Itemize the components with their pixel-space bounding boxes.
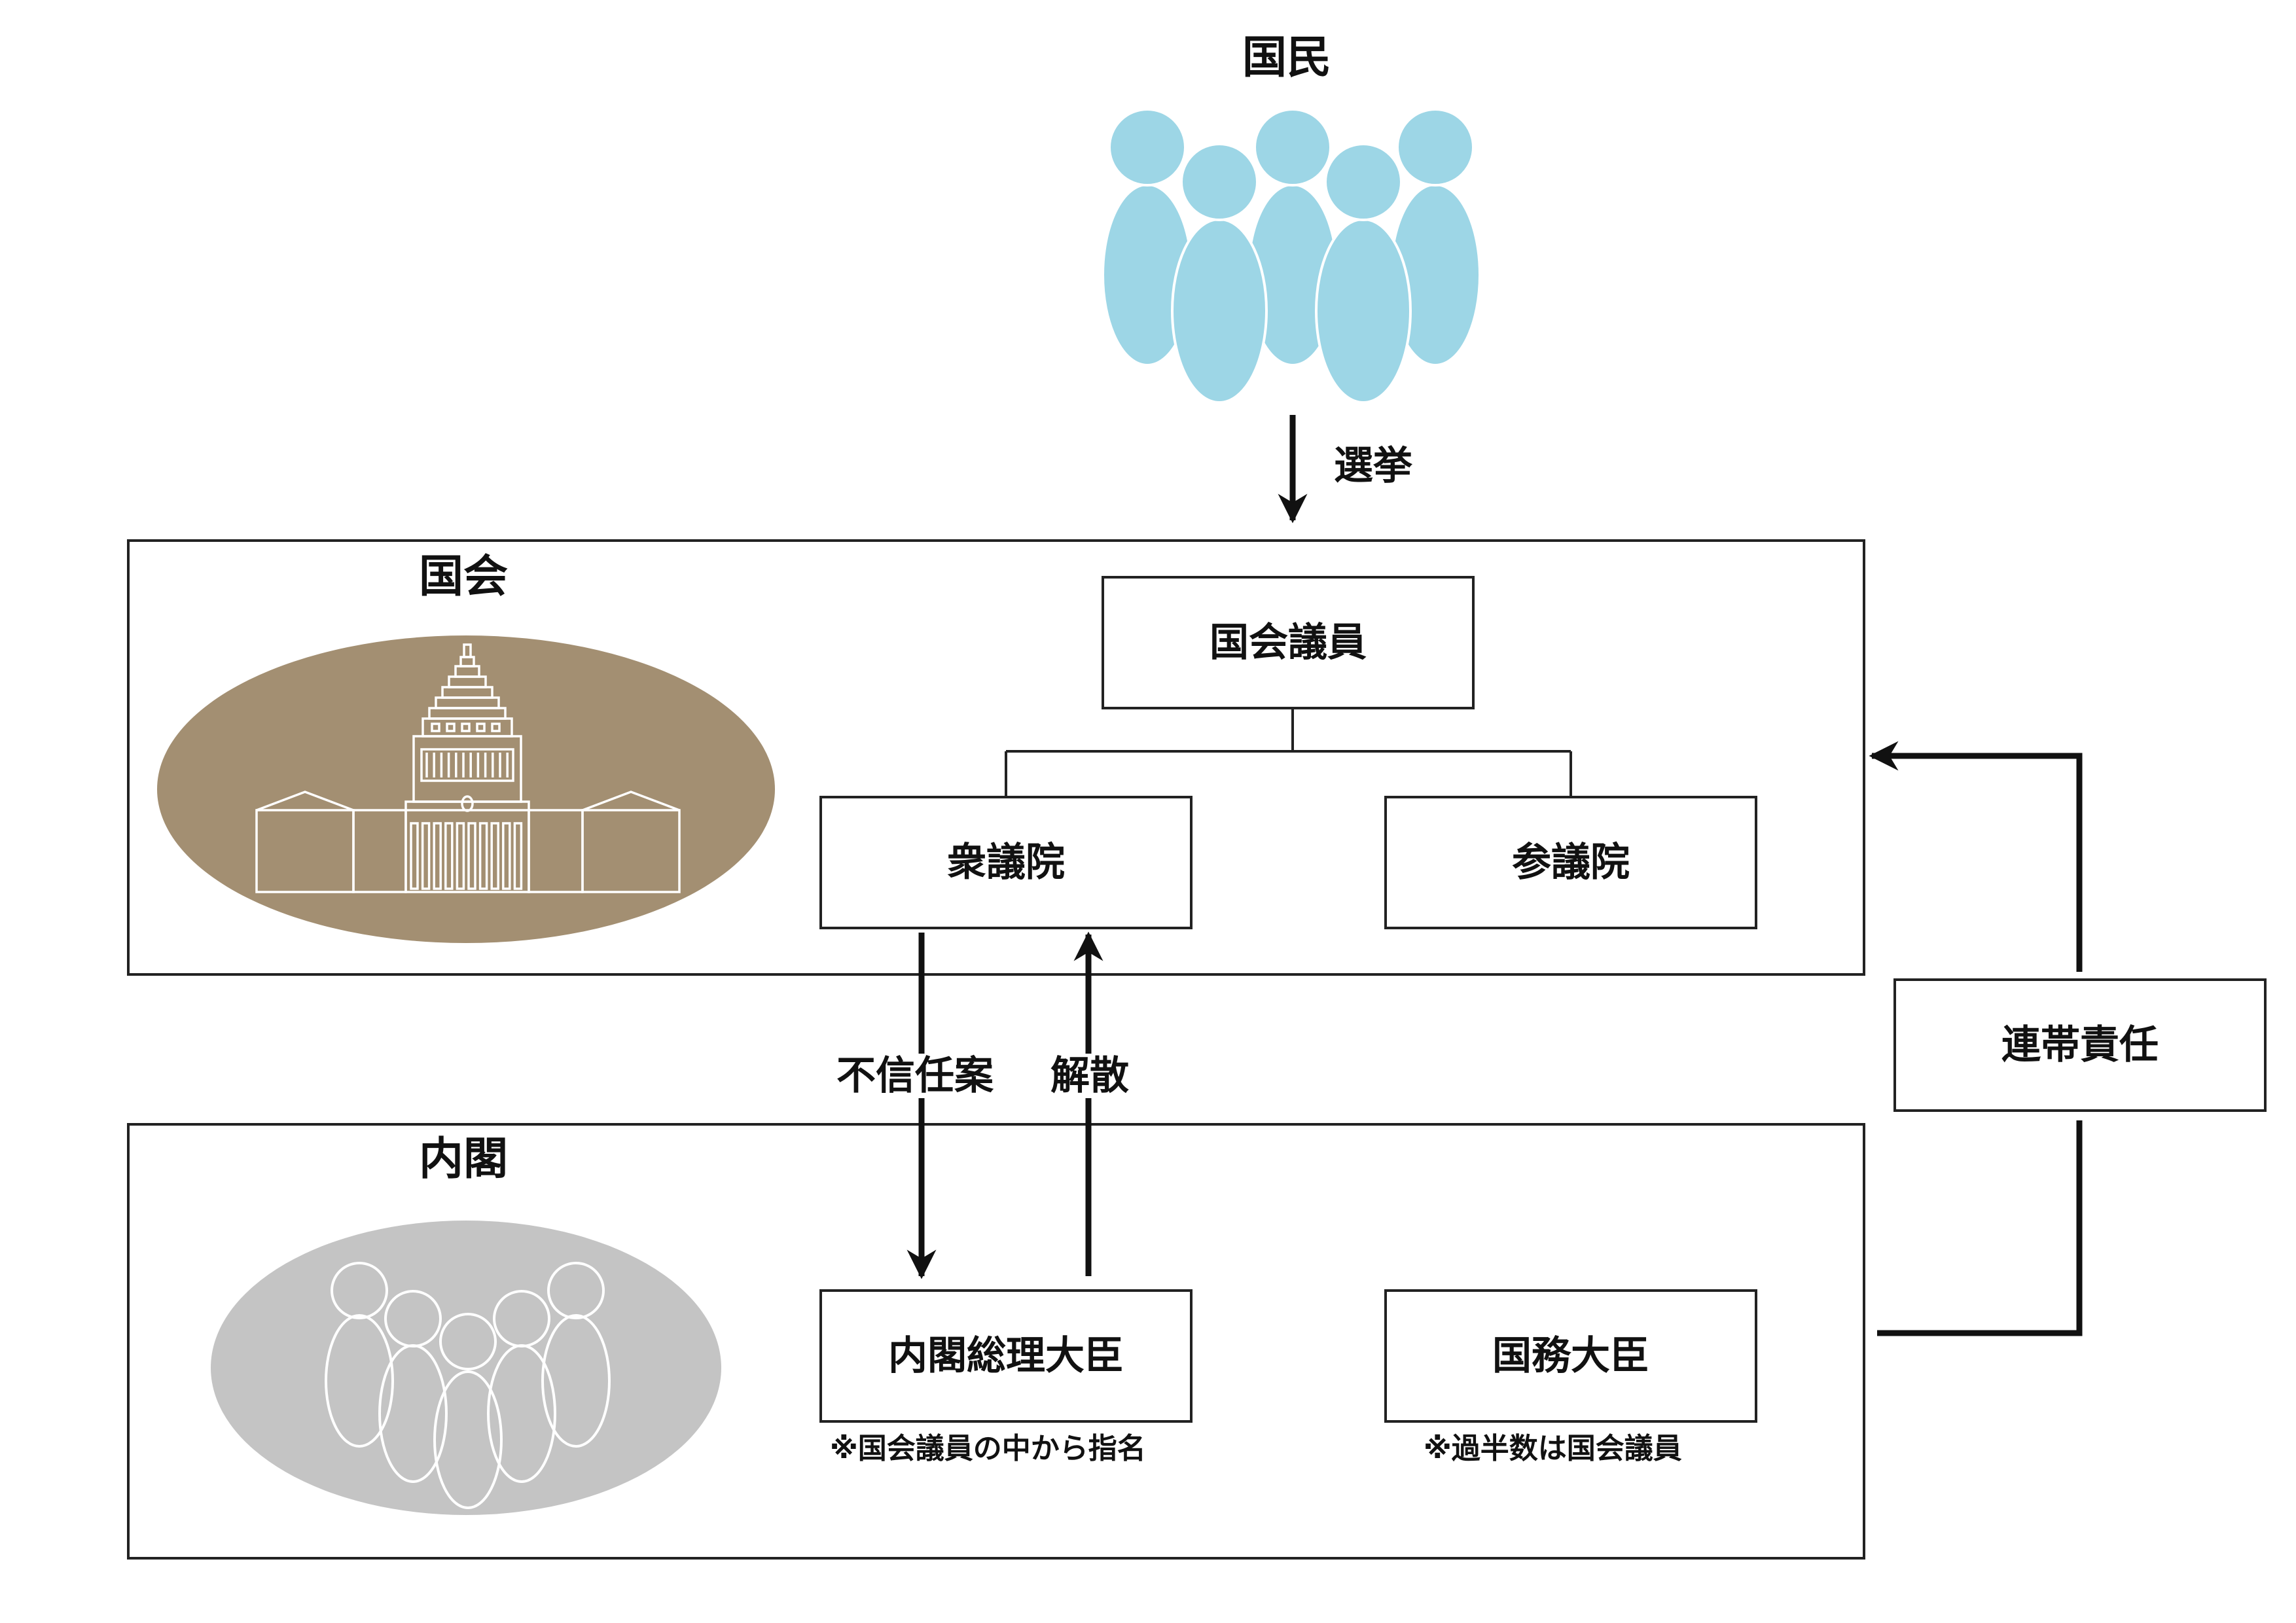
- diet-building-icon: [157, 635, 775, 943]
- joint-responsibility-arrow: [1869, 741, 2083, 1336]
- diet-label: 国会: [419, 551, 509, 603]
- diet-connector: [1005, 709, 1572, 796]
- prime-minister-note: ※国会議員の中から指名: [830, 1432, 1146, 1465]
- election-label: 選挙: [1334, 443, 1412, 489]
- diet-frame: [127, 539, 1865, 976]
- upper-house-box: 参議院: [1384, 796, 1757, 929]
- ministers-box: 国務大臣: [1384, 1289, 1757, 1423]
- cabinet-people-icon: [211, 1221, 721, 1515]
- people-label: 国民: [1242, 32, 1332, 84]
- lower-house-box: 衆議院: [819, 796, 1193, 929]
- no-confidence-label: 不信任案: [835, 1053, 995, 1099]
- people-icon: [1102, 108, 1481, 404]
- prime-minister-box: 内閣総理大臣: [819, 1289, 1193, 1423]
- cabinet-frame: [127, 1123, 1865, 1560]
- diet-members-box: 国会議員: [1102, 576, 1475, 709]
- ministers-note: ※過半数は国会議員: [1424, 1432, 1682, 1465]
- cabinet-label: 内閣: [419, 1133, 509, 1185]
- dissolution-label: 解散: [1049, 1053, 1130, 1099]
- joint-responsibility-box: 連帯責任: [1893, 978, 2267, 1112]
